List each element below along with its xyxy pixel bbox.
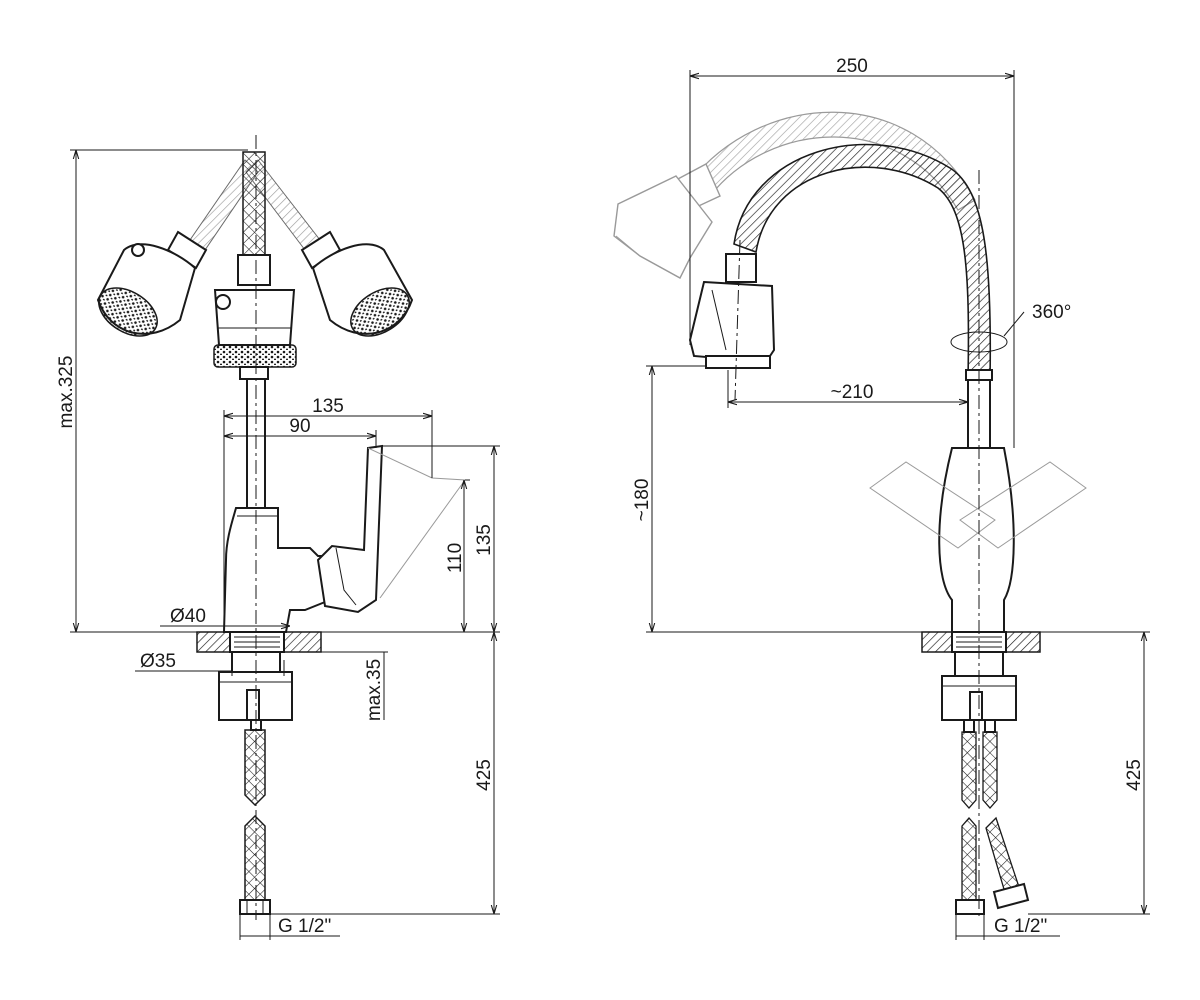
front-faucet-body (222, 507, 331, 633)
front-dimensions (70, 149, 500, 940)
side-lever-ghosts (869, 461, 1087, 549)
dim-425-side: 425 (1124, 759, 1145, 791)
thread-label-side: G 1/2" (994, 916, 1047, 937)
dim-210-reach: ~210 (831, 382, 874, 403)
shower-head-tilted-left (96, 159, 259, 337)
side-supply-hoses (955, 719, 1030, 915)
dim-250: 250 (836, 56, 868, 77)
side-pullout-head (688, 253, 776, 369)
dim-90-width: 90 (289, 416, 310, 437)
front-spout-tube (246, 378, 266, 508)
dim-diameter-40: Ø40 (170, 606, 206, 627)
side-mount-ring (921, 631, 1041, 677)
front-mount-ring (196, 631, 322, 673)
side-dimensions (646, 70, 1150, 940)
side-body (938, 369, 1015, 633)
dim-max-325: max.325 (56, 356, 77, 429)
dim-135-height: 135 (474, 524, 495, 556)
dim-135-width: 135 (312, 396, 344, 417)
dim-max-35: max.35 (364, 659, 385, 721)
thread-label-front: G 1/2" (278, 916, 331, 937)
front-lever-handle (316, 444, 466, 614)
front-hose-and-head (213, 151, 297, 380)
side-dimension-labels: 250 360° ~210 ~180 425 G 1/2" (632, 56, 1145, 937)
front-supply-hose (239, 719, 271, 915)
dim-360-rotation: 360° (1032, 302, 1071, 323)
dim-425-front: 425 (474, 759, 495, 791)
dim-180-height: ~180 (632, 479, 653, 522)
side-ghost-hose (613, 111, 976, 279)
dim-110-height: 110 (445, 543, 466, 573)
head-centerline (734, 239, 741, 401)
side-view: 250 360° ~210 ~180 425 G 1/2" (613, 56, 1150, 940)
front-dimension-labels: max.325 135 90 135 110 Ø40 Ø35 max.35 42… (56, 356, 495, 937)
front-view: max.325 135 90 135 110 Ø40 Ø35 max.35 42… (56, 135, 500, 940)
dim-diameter-35: Ø35 (140, 651, 176, 672)
